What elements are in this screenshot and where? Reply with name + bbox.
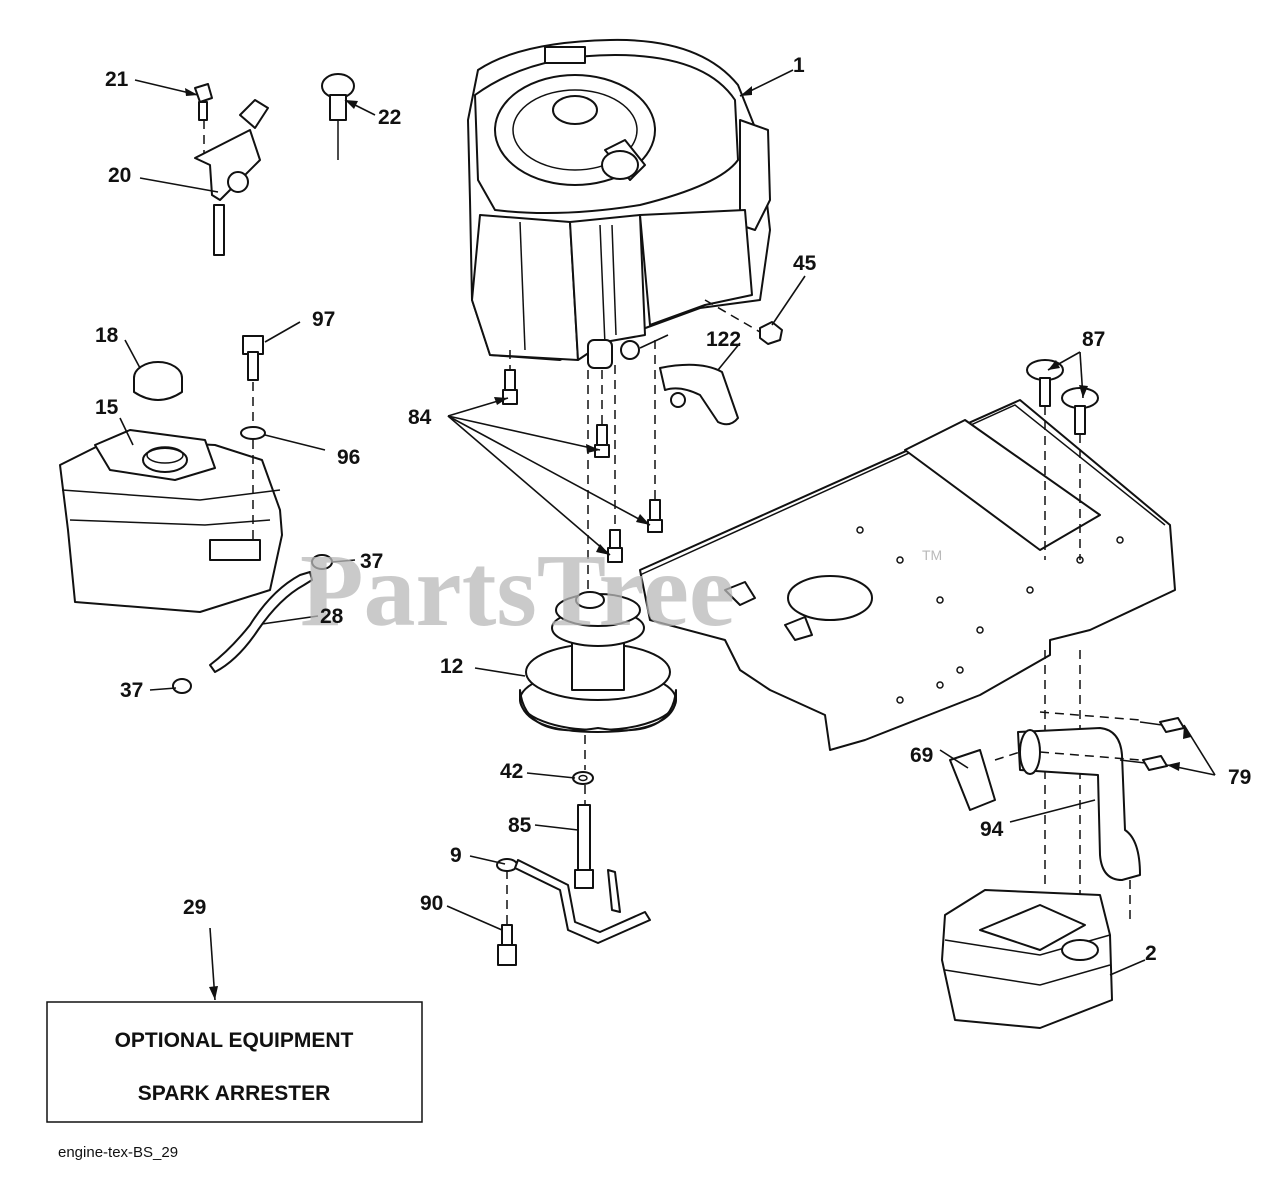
- washer-42-part: [572, 771, 594, 785]
- watermark-text: PartsTree: [300, 533, 735, 648]
- callout-96: 96: [337, 446, 360, 469]
- callout-12: 12: [440, 655, 463, 678]
- callout-numbers: 1 2 9 12 15 18 20 21 22 28 29 37 37 42 4…: [95, 54, 1251, 965]
- bolts-84-part: [502, 340, 663, 563]
- knob-22-part: [321, 73, 355, 160]
- callout-69: 69: [910, 744, 933, 767]
- diagram-code: engine-tex-BS_29: [58, 1144, 178, 1161]
- callout-18: 18: [95, 324, 119, 347]
- callout-90: 90: [420, 892, 443, 915]
- muffler-part: [941, 650, 1113, 1029]
- bolt-97-part: [240, 335, 266, 540]
- dipstick-tube-part: [659, 363, 739, 426]
- callout-9: 9: [450, 844, 462, 867]
- callout-79: 79: [1228, 766, 1251, 789]
- leader-lines: [119, 69, 1216, 1001]
- callout-15: 15: [95, 396, 119, 419]
- engine-part: [467, 38, 771, 369]
- callout-84: 84: [408, 406, 432, 429]
- spark-arrester-label: SPARK ARRESTER: [138, 1082, 331, 1105]
- optional-equipment-box: OPTIONAL EQUIPMENT SPARK ARRESTER: [46, 1001, 423, 1123]
- exhaust-pipe-part: [949, 711, 1185, 920]
- callout-45: 45: [793, 252, 817, 275]
- optional-equipment-label: OPTIONAL EQUIPMENT: [115, 1029, 354, 1052]
- callout-94: 94: [980, 818, 1004, 841]
- fuel-line-part: [172, 554, 333, 694]
- callout-85: 85: [508, 814, 532, 837]
- callout-29: 29: [183, 896, 206, 919]
- pulley-part: [519, 370, 677, 770]
- callout-28: 28: [320, 605, 344, 628]
- callout-37-bottom: 37: [120, 679, 143, 702]
- callout-2: 2: [1145, 942, 1157, 965]
- nut-45-part: [704, 299, 783, 345]
- leader-arrowheads: [185, 86, 1191, 1000]
- callout-122: 122: [706, 328, 741, 351]
- callout-42: 42: [500, 760, 523, 783]
- watermark-tm: TM: [922, 547, 942, 563]
- bolt-85-part: [574, 785, 594, 889]
- bracket-9-part: [496, 858, 651, 966]
- callout-1: 1: [793, 54, 805, 77]
- callout-97: 97: [312, 308, 335, 331]
- cap-18-part: [133, 361, 183, 401]
- fuel-tank-part: [59, 429, 283, 613]
- frame-part: [639, 399, 1176, 751]
- control-20-part: [194, 83, 269, 256]
- callout-37-top: 37: [360, 550, 383, 573]
- callout-87: 87: [1082, 328, 1105, 351]
- callout-21: 21: [105, 68, 129, 91]
- callout-22: 22: [378, 106, 401, 129]
- callout-20: 20: [108, 164, 131, 187]
